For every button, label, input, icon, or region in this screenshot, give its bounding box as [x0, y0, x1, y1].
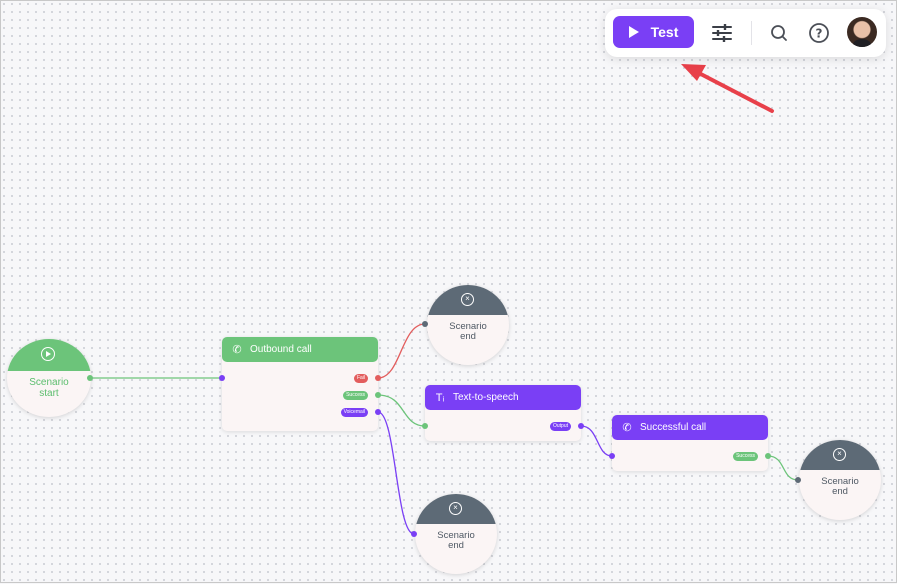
- successful-call-title: Successful call: [640, 422, 707, 433]
- text-to-speech-node[interactable]: Tᵢ Text-to-speech Output: [425, 385, 581, 441]
- output-output[interactable]: Output: [549, 422, 571, 431]
- scenario-end-header: ×: [415, 494, 497, 524]
- test-button[interactable]: Test: [613, 16, 694, 48]
- wire-output-successful: [580, 425, 613, 457]
- scenario-end-label: Scenario end: [449, 321, 487, 342]
- scenario-start-header: [7, 339, 91, 371]
- wire-success-tts: [377, 394, 426, 427]
- end1-input-port[interactable]: [422, 321, 428, 327]
- play-icon: [628, 26, 639, 38]
- successful-call-header: ✆ Successful call: [612, 415, 768, 440]
- text-to-speech-title: Text-to-speech: [453, 392, 519, 403]
- scenario-start-node[interactable]: Scenario start: [7, 339, 91, 417]
- user-avatar[interactable]: [847, 17, 877, 47]
- toolbar-divider: [751, 21, 752, 45]
- wire-fail-end: [377, 323, 426, 379]
- stop-icon: ×: [461, 293, 474, 306]
- tts-output-port[interactable]: [578, 423, 584, 429]
- top-toolbar: Test ?: [605, 9, 886, 57]
- scenario-end-label: Scenario end: [821, 476, 859, 497]
- svg-text:?: ?: [816, 27, 823, 41]
- successful-output-port[interactable]: [765, 453, 771, 459]
- test-button-label: Test: [650, 24, 679, 40]
- stop-icon: ×: [833, 448, 846, 461]
- wire-success-end: [767, 455, 799, 481]
- start-output-port[interactable]: [87, 375, 93, 381]
- wire-voicemail-end: [377, 411, 415, 535]
- stop-icon: ×: [449, 502, 462, 515]
- phone-check-icon: ✆: [622, 422, 632, 434]
- scenario-end-header: ×: [427, 285, 509, 315]
- successful-call-node[interactable]: ✆ Successful call Success: [612, 415, 768, 471]
- sliders-icon[interactable]: [711, 22, 733, 44]
- scenario-end-node[interactable]: × Scenario end: [799, 440, 881, 520]
- scenario-start-label: Scenario start: [29, 377, 69, 399]
- start-icon: [41, 347, 55, 361]
- text-speech-icon: Tᵢ: [435, 391, 445, 404]
- output-fail[interactable]: Fail: [353, 374, 368, 383]
- outbound-call-title: Outbound call: [250, 344, 312, 355]
- annotation-arrow: [681, 64, 774, 113]
- outbound-call-header: ✆ Outbound call: [222, 337, 378, 362]
- end3-input-port[interactable]: [795, 477, 801, 483]
- voicemail-port[interactable]: [375, 409, 381, 415]
- fail-port[interactable]: [375, 375, 381, 381]
- scenario-end-node[interactable]: × Scenario end: [427, 285, 509, 365]
- outbound-call-node[interactable]: ✆ Outbound call Fail Success Voicemail: [222, 337, 378, 431]
- success-port[interactable]: [375, 392, 381, 398]
- output-voicemail[interactable]: Voicemail: [340, 408, 368, 417]
- end2-input-port[interactable]: [411, 531, 417, 537]
- output-success[interactable]: Success: [733, 452, 758, 461]
- successful-input-port[interactable]: [609, 453, 615, 459]
- scenario-end-node[interactable]: × Scenario end: [415, 494, 497, 574]
- outbound-input-port[interactable]: [219, 375, 225, 381]
- scenario-end-label: Scenario end: [437, 530, 475, 551]
- output-success[interactable]: Success: [343, 391, 368, 400]
- scenario-end-header: ×: [799, 440, 881, 470]
- text-to-speech-header: Tᵢ Text-to-speech: [425, 385, 581, 410]
- help-icon[interactable]: ?: [807, 21, 831, 45]
- search-icon[interactable]: [768, 22, 790, 44]
- tts-input-port[interactable]: [422, 423, 428, 429]
- phone-outgoing-icon: ✆: [232, 344, 242, 356]
